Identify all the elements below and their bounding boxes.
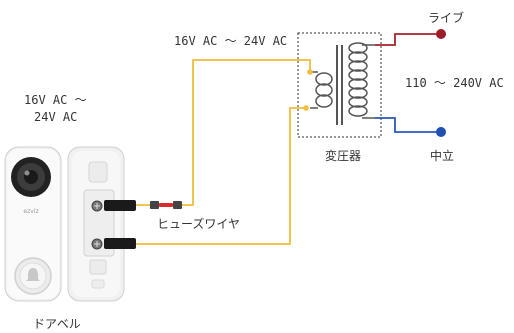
transformer-box [297, 32, 382, 138]
brand-logo: ezviz [23, 208, 38, 215]
transformer [297, 32, 382, 138]
doorbell-back [67, 146, 125, 302]
primary-coil [348, 42, 375, 119]
doorbell-voltage-label-line2: 24V AC [34, 110, 77, 124]
live-terminal [436, 29, 446, 39]
wire-live [375, 33, 440, 46]
live-label: ライブ [428, 10, 464, 25]
doorbell-voltage-label-line1: 16V AC ～ [24, 93, 87, 107]
neutral-terminal [436, 127, 446, 137]
transformer-label: 変圧器 [325, 148, 361, 163]
doorbell-front: ezviz [4, 146, 62, 302]
neutral-label: 中立 [430, 148, 454, 163]
wire-yellow-top [130, 59, 311, 206]
wire-connector-top [104, 200, 136, 211]
secondary-voltage-label: 16V AC ～ 24V AC [174, 34, 287, 48]
fuse-wire-label: ヒューズワイヤ [157, 216, 240, 231]
wire-yellow-bottom [130, 107, 306, 245]
bell-icon [26, 268, 40, 281]
primary-voltage-label: 110 ～ 240V AC [405, 76, 504, 90]
wire-neutral [375, 117, 440, 133]
secondary-coil [310, 71, 333, 109]
wire-connector-bottom [104, 238, 136, 249]
fuse [150, 201, 182, 209]
doorbell-label: ドアベル [33, 317, 81, 331]
